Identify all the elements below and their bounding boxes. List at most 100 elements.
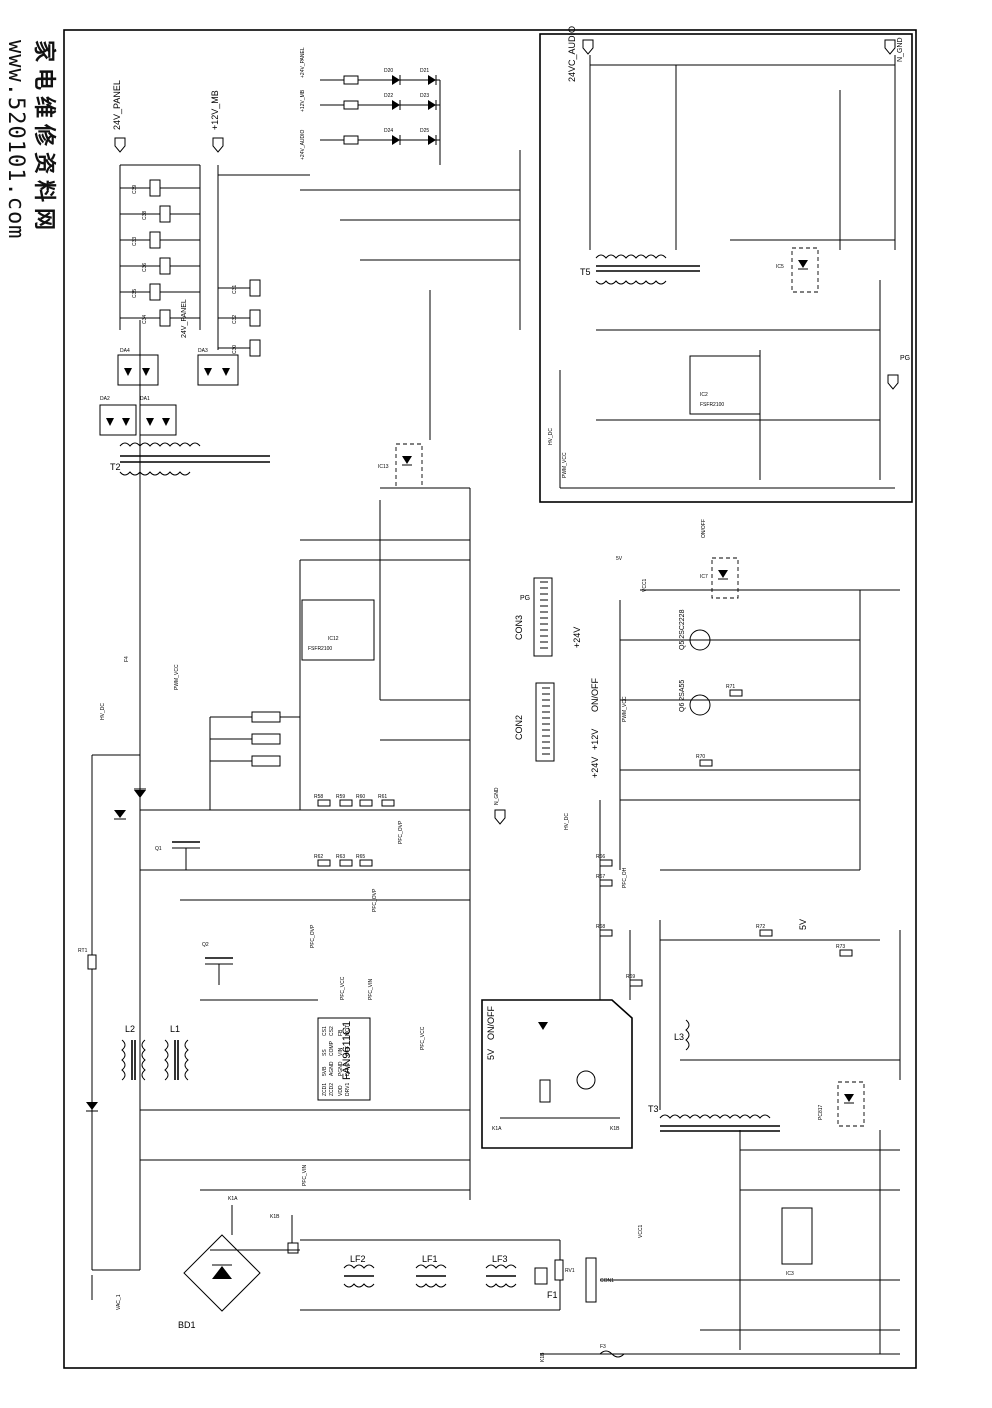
relay-box-k1a: K1A <box>492 1126 502 1132</box>
diode-d1 <box>134 788 146 798</box>
standby-on-off: ON/OFF <box>701 519 707 538</box>
outer-frame <box>63 29 917 1369</box>
pg-audio-label: PG <box>900 355 910 362</box>
panel-cap <box>149 231 161 249</box>
ic1-pin-vdd: VDD <box>338 1085 344 1096</box>
status-24v-panel: +24V_PANEL <box>300 47 306 78</box>
net-24v-panel-label: 24V_PANEL <box>112 80 122 130</box>
svg-text:LF3: LF3 <box>492 1254 508 1264</box>
status-input-group: +24V_PANEL +12V_MB +24V_AUDIO <box>300 47 306 160</box>
k1b-bottom-label: K1B <box>540 1352 546 1362</box>
transformer-t5: T5 <box>580 254 700 285</box>
relay-box-frame <box>481 999 633 1149</box>
ic1-pin-pgnd: PGND <box>338 1061 344 1076</box>
resistor-label: R71 <box>726 684 735 690</box>
panel-cap <box>159 205 171 223</box>
resistor-label: R69 <box>626 974 635 980</box>
ic1-pin-drv1: DRV1 <box>345 1083 351 1096</box>
ic-fan9611: FAN9611C1 <box>317 1017 371 1101</box>
svg-text:Q2: Q2 <box>202 942 209 948</box>
resistor-label: R61 <box>378 794 387 800</box>
ic1-pin-fb: FB <box>338 1029 344 1036</box>
vac-1-label: VAC_1 <box>116 1294 122 1310</box>
pfc-ovp-c: PFC_OVP <box>310 924 316 948</box>
inductor-l1: L1 <box>164 1024 189 1081</box>
svg-text:CON1: CON1 <box>600 1278 614 1284</box>
standby-labels: 5V ON/OFF VCC1 PWM_VCC HV_DC PFC_OH 5V <box>564 519 808 930</box>
line-filter-lf3: LF3 <box>485 1254 517 1288</box>
circuit-wiring <box>140 90 901 1354</box>
con2-plus12v: +12V <box>590 729 600 750</box>
net-12v-mb: +12V_MB <box>210 90 224 153</box>
svg-text:CON3: CON3 <box>514 615 524 640</box>
resistor <box>317 799 331 807</box>
varistor-rv1: RV1 <box>554 1259 575 1281</box>
resistor-label: R63 <box>336 854 345 860</box>
svg-text:F3: F3 <box>600 1344 606 1350</box>
watermark: 家电维修资料网 www.520101.com <box>2 40 62 340</box>
f4-label: F4 <box>124 656 130 662</box>
panel-cap <box>159 257 171 275</box>
ic12-part-number: FSFR2100 <box>308 646 332 652</box>
transformer-t2: T2 <box>110 442 270 476</box>
panel-cap-label: C39 <box>132 185 138 194</box>
svg-text:BD1: BD1 <box>178 1320 196 1330</box>
connector-pins <box>540 581 550 755</box>
status-diode <box>428 100 436 110</box>
status-resistor <box>343 75 359 85</box>
net-n-gnd-center: N_GND <box>494 787 506 825</box>
standby-pwm-vcc: PWM_VCC <box>622 696 628 722</box>
pfc-vcc-b: PFC_VCC <box>420 1026 426 1050</box>
panel-cap-label: C36 <box>142 263 148 272</box>
ic1-part-number: FAN9611C1 <box>341 1021 353 1080</box>
ic1-pin-drv2: DRV2 <box>345 1063 351 1076</box>
optocoupler-ic4: PC817 <box>818 1081 865 1127</box>
ic1-pin-agnd: AGND <box>329 1061 335 1076</box>
watermark-chinese: 家电维修资料网 <box>31 40 57 237</box>
resistor <box>629 979 643 987</box>
net-12v-mb-label: +12V_MB <box>210 90 220 130</box>
q5-label: Q5 2SC2228 <box>679 609 686 650</box>
mosfet-q1: Q1 <box>155 841 200 870</box>
resistor <box>759 929 773 937</box>
svg-text:DA4: DA4 <box>120 348 130 354</box>
svg-text:T3: T3 <box>648 1104 659 1114</box>
status-24v-audio: +24V_AUDIO <box>300 129 306 160</box>
svg-text:L3: L3 <box>674 1032 684 1042</box>
svg-text:CON2: CON2 <box>514 715 524 740</box>
connector-con2: CON2 <box>514 682 555 762</box>
svg-text:RV1: RV1 <box>565 1268 575 1274</box>
standby-vcc1: VCC1 <box>642 578 648 592</box>
net-24vc-audio: 24VC_AUDIO <box>567 26 594 82</box>
audio-supply-frame <box>539 33 913 503</box>
fuse-f3: F3 <box>599 1344 625 1358</box>
net-pg-audio: PG <box>887 355 910 390</box>
mb-cap <box>249 339 261 357</box>
pfc-net-labels: PFC_VCC PFC_VIN PFC_OVP PFC_OVP PFC_VCC … <box>100 656 426 1310</box>
inductor-l3: L3 <box>674 1019 690 1051</box>
standby-hv-dc: HV_DC <box>564 813 570 830</box>
optocoupler-ic5: IC5 <box>776 247 819 293</box>
resistor <box>339 859 353 867</box>
diode-array-da4: DA4 <box>117 348 159 386</box>
svg-text:DA3: DA3 <box>198 348 208 354</box>
ic1-pin-zcd2: ZCD2 <box>329 1083 335 1096</box>
transistor-q5: Q5 2SC2228 <box>679 609 711 651</box>
status-resistor <box>343 135 359 145</box>
con2-labels: ON/OFF +12V +24V <box>590 678 600 778</box>
relay-box-contents: 5V ON/OFF K1A K1B <box>486 1006 620 1132</box>
ic1-pin-5vb: 5VB <box>322 1066 328 1076</box>
status-diode <box>392 100 400 110</box>
svg-text:IC7: IC7 <box>700 574 708 580</box>
svg-text:Q1: Q1 <box>155 846 162 852</box>
optocoupler-ic7: IC7 <box>700 557 739 599</box>
transistor-q6: Q6 2SA55 <box>679 680 711 716</box>
rt1-label: RT1 <box>78 948 88 954</box>
svg-text:L1: L1 <box>170 1024 180 1034</box>
ic4-part: PC817 <box>818 1104 824 1120</box>
ic1-pin-cs2: CS2 <box>329 1026 335 1036</box>
resistor <box>381 799 395 807</box>
resistor-label: R72 <box>756 924 765 930</box>
